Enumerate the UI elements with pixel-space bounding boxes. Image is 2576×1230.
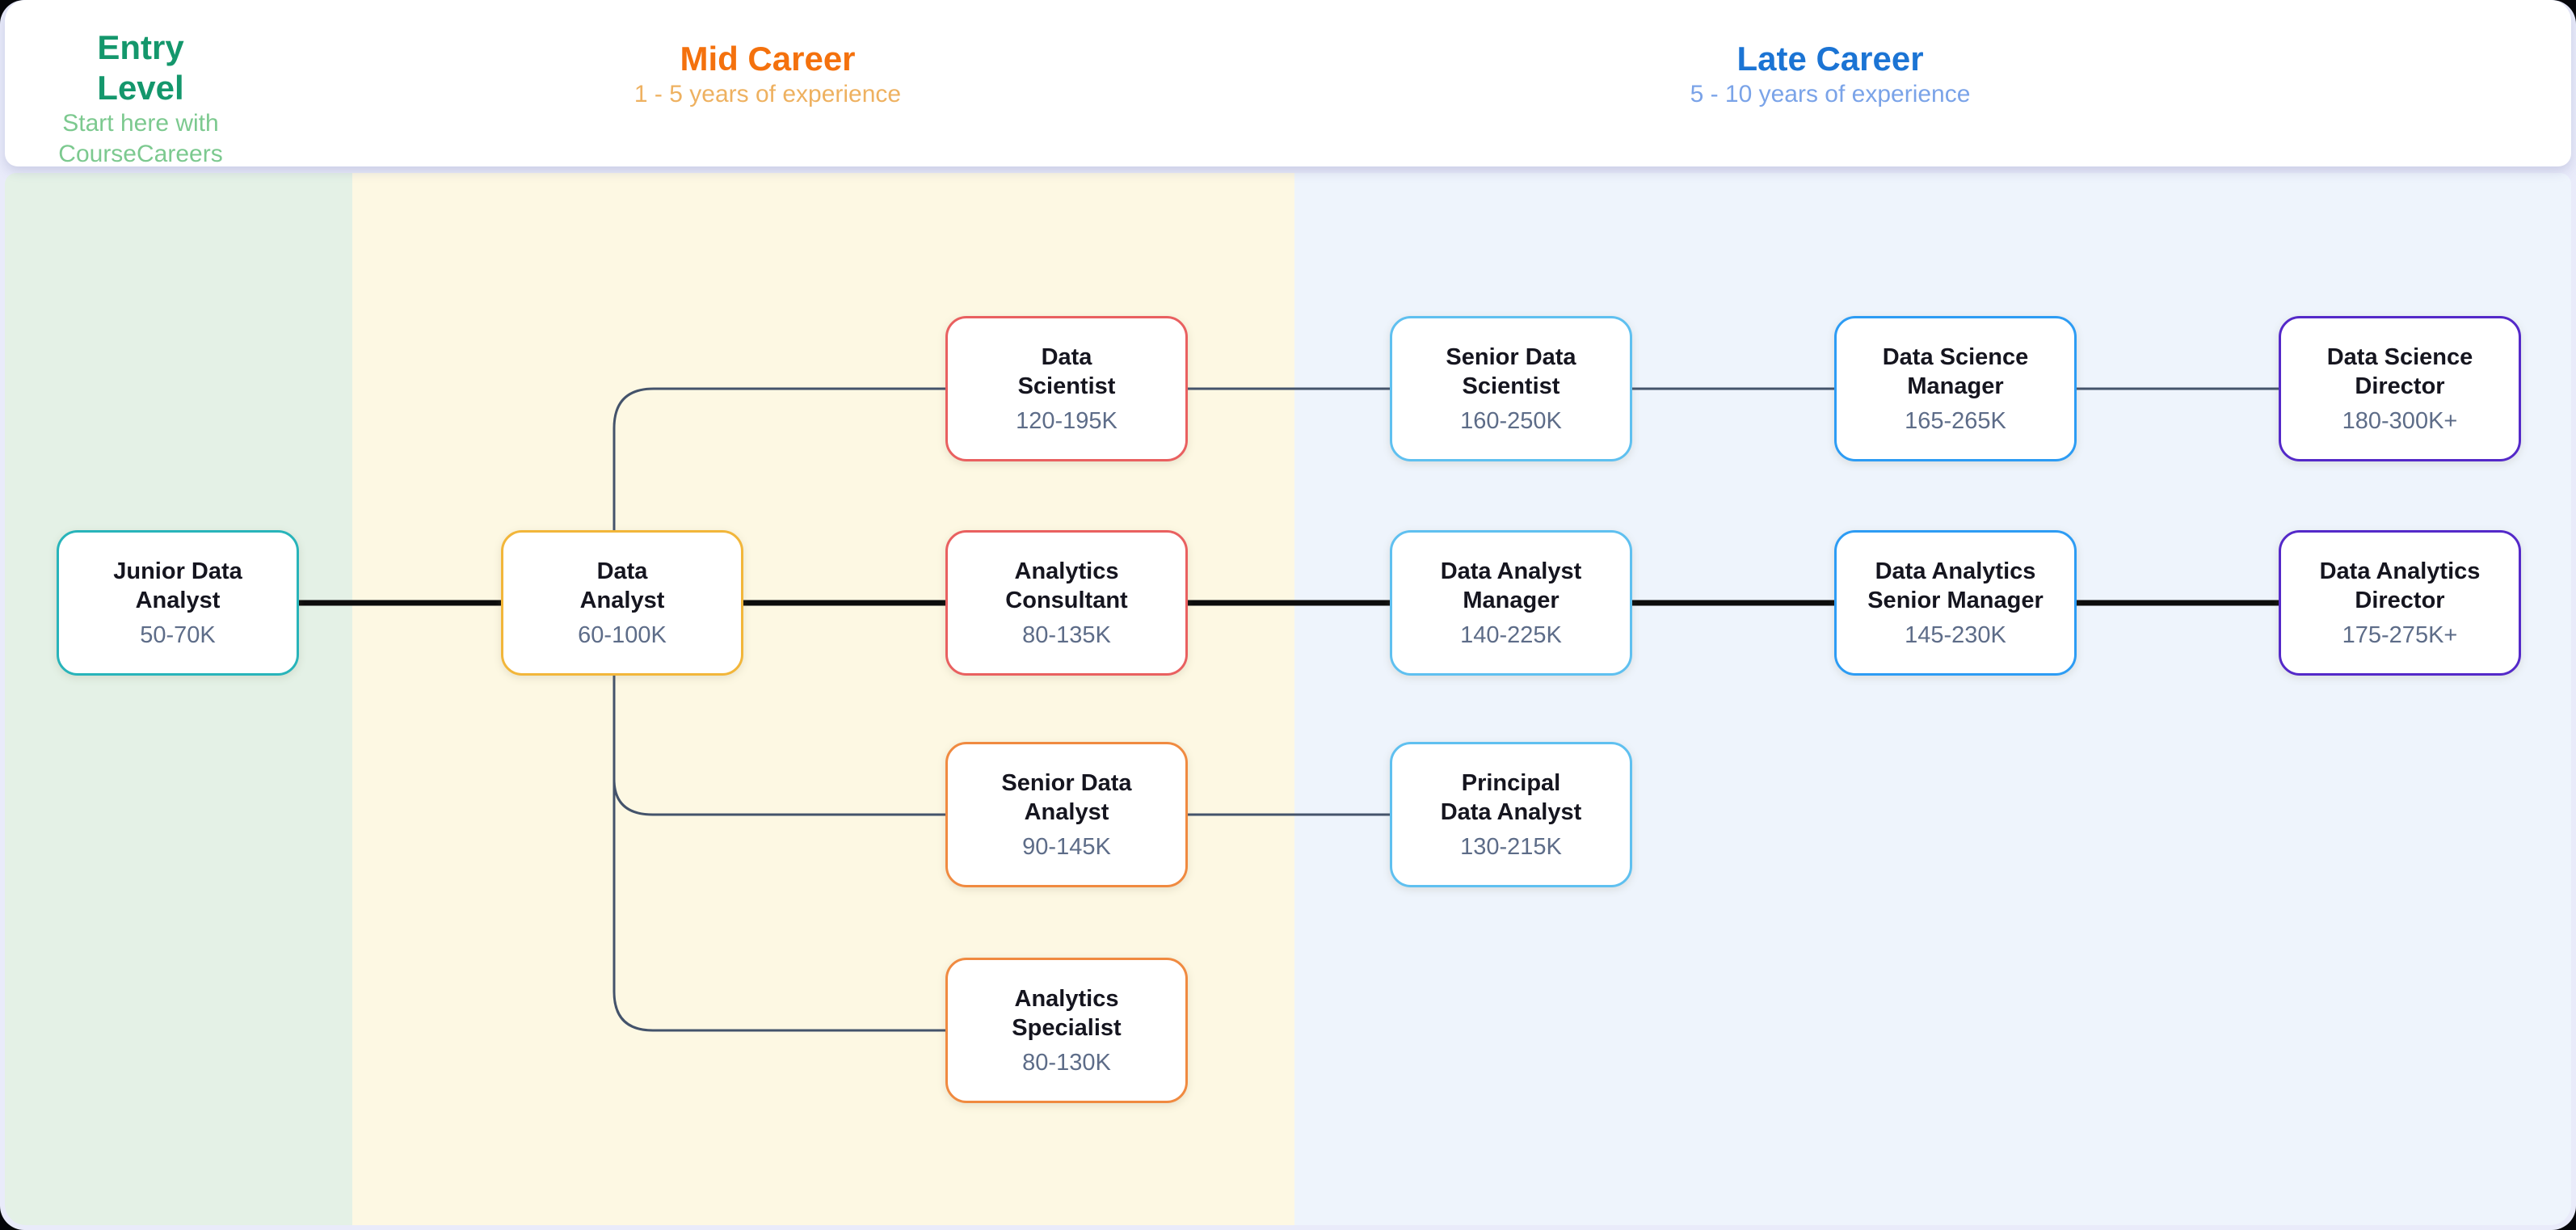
node-salary: 130-215K xyxy=(1460,834,1562,860)
node-salary: 50-70K xyxy=(140,622,216,648)
branch-senior-analyst-line xyxy=(612,778,1390,816)
node-salary: 145-230K xyxy=(1905,622,2006,648)
node-data-analyst-manager: Data Analyst Manager 140-225K xyxy=(1390,530,1632,676)
section-header-entry: Entry Level Start here with CourseCareer… xyxy=(52,27,229,170)
node-salary: 80-130K xyxy=(1022,1050,1111,1076)
node-analytics-consultant: Analytics Consultant 80-135K xyxy=(945,530,1188,676)
section-header-late: Late Career 5 - 10 years of experience xyxy=(1669,39,1992,110)
node-title: Senior Data Analyst xyxy=(1001,770,1132,825)
node-salary: 60-100K xyxy=(578,622,667,648)
node-senior-data-scientist: Senior Data Scientist 160-250K xyxy=(1390,316,1632,461)
node-title: Senior Data Scientist xyxy=(1446,344,1576,399)
branch-scientist-line xyxy=(612,387,2279,530)
node-title: Data Analyst Manager xyxy=(1440,558,1582,613)
node-title: Data Analytics Senior Manager xyxy=(1867,558,2044,613)
node-salary: 80-135K xyxy=(1022,622,1111,648)
section-subtitle-mid: 1 - 5 years of experience xyxy=(633,81,902,107)
node-salary: 160-250K xyxy=(1460,408,1562,434)
node-title: Data Analytics Director xyxy=(2319,558,2481,613)
node-title: Data Science Director xyxy=(2326,344,2473,399)
node-title: Principal Data Analyst xyxy=(1440,770,1582,825)
node-title: Data Analyst xyxy=(579,558,665,613)
node-salary: 175-275K+ xyxy=(2342,622,2458,648)
section-subtitle-entry: Start here with CourseCareers xyxy=(58,110,223,167)
node-title: Data Scientist xyxy=(1017,344,1116,399)
section-title-late: Late Career xyxy=(1736,40,1924,78)
node-data-analyst: Data Analyst 60-100K xyxy=(501,530,743,676)
section-header-mid: Mid Career 1 - 5 years of experience xyxy=(606,39,929,110)
node-salary: 90-145K xyxy=(1022,834,1111,860)
section-subtitle-late: 5 - 10 years of experience xyxy=(1690,81,1971,107)
section-title-entry: Entry Level xyxy=(97,28,184,107)
section-title-mid: Mid Career xyxy=(680,40,856,78)
node-salary: 120-195K xyxy=(1016,408,1118,434)
node-data-scientist: Data Scientist 120-195K xyxy=(945,316,1188,461)
node-data-analytics-senior-manager: Data Analytics Senior Manager 145-230K xyxy=(1834,530,2077,676)
node-salary: 140-225K xyxy=(1460,622,1562,648)
node-title: Analytics Specialist xyxy=(1012,986,1122,1041)
node-salary: 180-300K+ xyxy=(2342,408,2458,434)
branch-specialist-line xyxy=(612,676,945,1032)
node-data-analytics-director: Data Analytics Director 175-275K+ xyxy=(2279,530,2521,676)
node-senior-data-analyst: Senior Data Analyst 90-145K xyxy=(945,742,1188,887)
node-analytics-specialist: Analytics Specialist 80-130K xyxy=(945,958,1188,1103)
header-card: Entry Level Start here with CourseCareer… xyxy=(5,0,2571,167)
node-principal-data-analyst: Principal Data Analyst 130-215K xyxy=(1390,742,1632,887)
node-data-science-manager: Data Science Manager 165-265K xyxy=(1834,316,2077,461)
node-title: Analytics Consultant xyxy=(1005,558,1128,613)
node-junior-data-analyst: Junior Data Analyst 50-70K xyxy=(57,530,299,676)
node-title: Junior Data Analyst xyxy=(113,558,242,613)
node-title: Data Science Manager xyxy=(1882,344,2029,399)
node-salary: 165-265K xyxy=(1905,408,2006,434)
column-entry-level xyxy=(5,173,352,1225)
node-data-science-director: Data Science Director 180-300K+ xyxy=(2279,316,2521,461)
